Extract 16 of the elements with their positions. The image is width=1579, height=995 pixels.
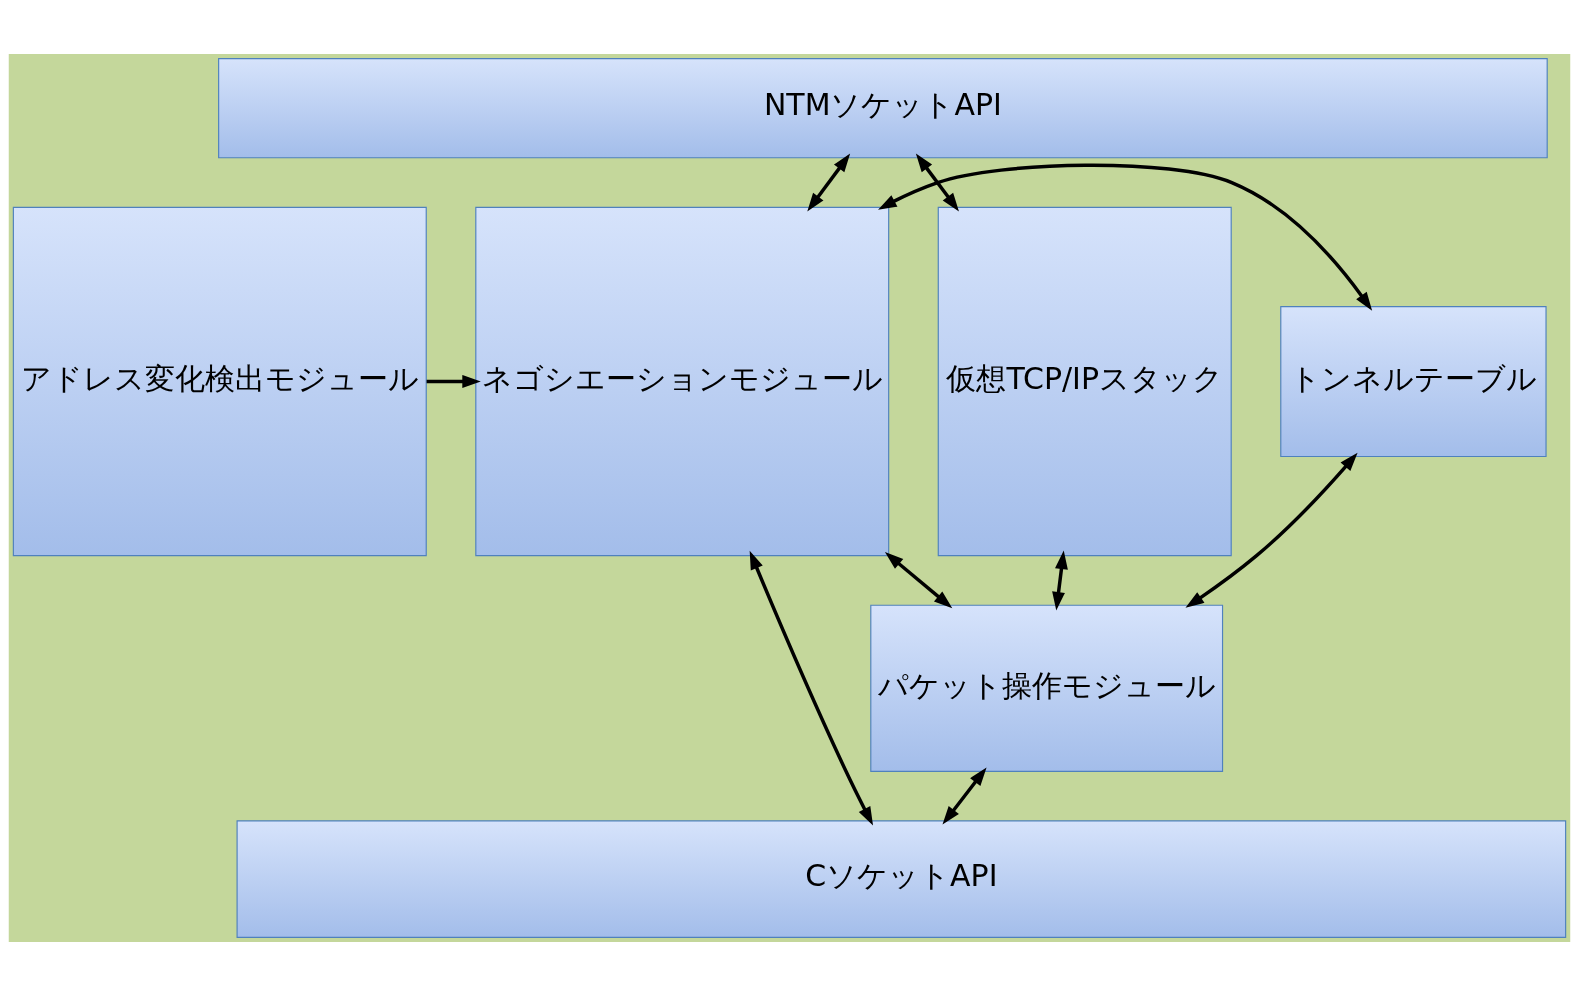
node-box: アドレス変化検出モジュール — [12, 206, 427, 556]
node-box: 仮想TCP/IPスタック — [937, 206, 1232, 556]
node-box: NTMソケットAPI — [218, 57, 1548, 158]
arrow — [942, 766, 987, 825]
arrow — [807, 153, 851, 211]
node-box: CソケットAPI — [236, 819, 1567, 938]
arrow — [915, 153, 959, 211]
arrow — [884, 551, 953, 608]
arrow — [426, 374, 481, 388]
node-box: トンネルテーブル — [1280, 305, 1547, 457]
node-box: ネゴシエーションモジュール — [475, 206, 890, 556]
arrow — [1052, 550, 1068, 610]
arrow — [1185, 452, 1358, 608]
arrow — [878, 163, 1373, 311]
node-box: パケット操作モジュール — [870, 604, 1224, 772]
arrow — [749, 550, 874, 825]
